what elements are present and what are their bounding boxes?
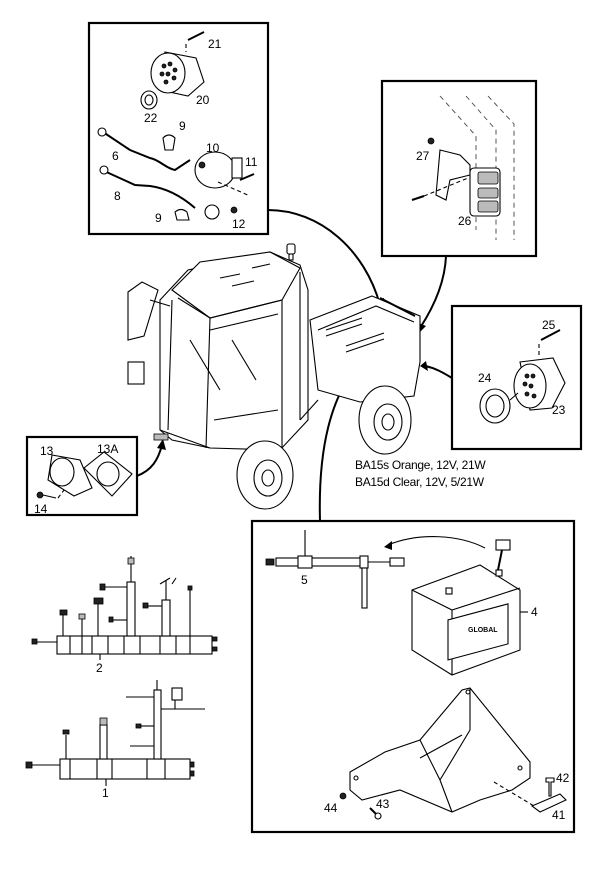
callout-8: 8 [114,189,121,203]
mounting-plate-13A [83,451,133,497]
callout-43: 43 [376,797,390,811]
arrowhead [420,361,428,371]
callout-14: 14 [34,502,48,516]
screw-25 [540,329,561,341]
socket-13 [47,454,93,497]
wiring-harness-1: 1 [25,680,205,800]
detail-box-socket-switch: 21 20 22 9 6 10 11 8 9 12 [87,21,270,236]
callout-13A: 13A [97,442,118,456]
arrow-battery-to-cable [387,536,486,549]
arrow-top-left-box [267,209,381,306]
arrow-right-box [424,365,453,379]
arrow-top-right-box [419,255,447,329]
callout-10: 10 [206,141,220,155]
detail-box-rear-lamp: 27 26 [380,79,538,258]
side-mirror [127,281,159,341]
cap-9-upper [162,134,176,151]
battery-4: GLOBAL [411,539,528,676]
battery-brand: GLOBAL [468,627,498,634]
battery-cable-5 [265,530,405,609]
detail-box-battery: GLOBAL 5 4 44 43 42 41 [250,519,576,834]
callout-26: 26 [458,214,472,228]
callout-23: 23 [552,403,566,417]
callout-27: 27 [416,149,430,163]
bulb-spec-clear: BA15d Clear, 12V, 5/21W [355,475,485,489]
beacon-light [286,243,296,255]
washer-44 [339,792,347,800]
callout-9-lower: 9 [155,211,162,225]
callout-4: 4 [531,605,538,619]
wiring-harness-2: 2 [31,556,218,675]
callout-5: 5 [301,573,308,587]
callout-6: 6 [112,149,119,163]
callout-25: 25 [542,318,556,332]
callout-41: 41 [552,808,566,822]
callout-22: 22 [144,111,158,125]
callout-1: 1 [102,786,109,800]
callout-44: 44 [324,801,338,815]
callout-2: 2 [96,661,103,675]
gasket-24 [479,388,511,424]
callout-11: 11 [245,155,258,169]
callout-13: 13 [40,444,54,458]
cable-6 [99,129,191,172]
arrow-left-box [136,444,163,477]
bracket-41 [530,793,567,813]
socket-20 [150,51,205,97]
battery-tray [349,687,531,813]
detail-box-socket-23: 25 24 23 [450,304,583,451]
cable-8 [101,169,196,209]
screw-11 [239,173,255,181]
bolt-42 [545,777,555,797]
switch-10 [194,151,243,220]
socket-23 [513,357,566,411]
bulb-spec-orange: BA15s Orange, 12V, 21W [355,458,486,472]
bulb-note: BA15s Orange, 12V, 21W BA15d Clear, 12V,… [355,458,487,489]
tractor-illustration [127,243,421,510]
cap-9-lower [174,208,190,221]
screw-21 [187,31,205,41]
seal-ring-22 [140,90,158,110]
arrowhead [157,439,166,450]
callout-24: 24 [478,371,492,385]
callout-42: 42 [556,771,570,785]
callout-21: 21 [208,37,222,51]
screw-14 [36,491,44,499]
callout-12: 12 [232,217,246,231]
hood-vents [325,297,416,353]
callout-20: 20 [196,93,210,107]
detail-box-socket-13: 13 13A 14 [25,435,139,517]
callout-9-upper: 9 [179,119,186,133]
nut-12 [230,206,238,214]
